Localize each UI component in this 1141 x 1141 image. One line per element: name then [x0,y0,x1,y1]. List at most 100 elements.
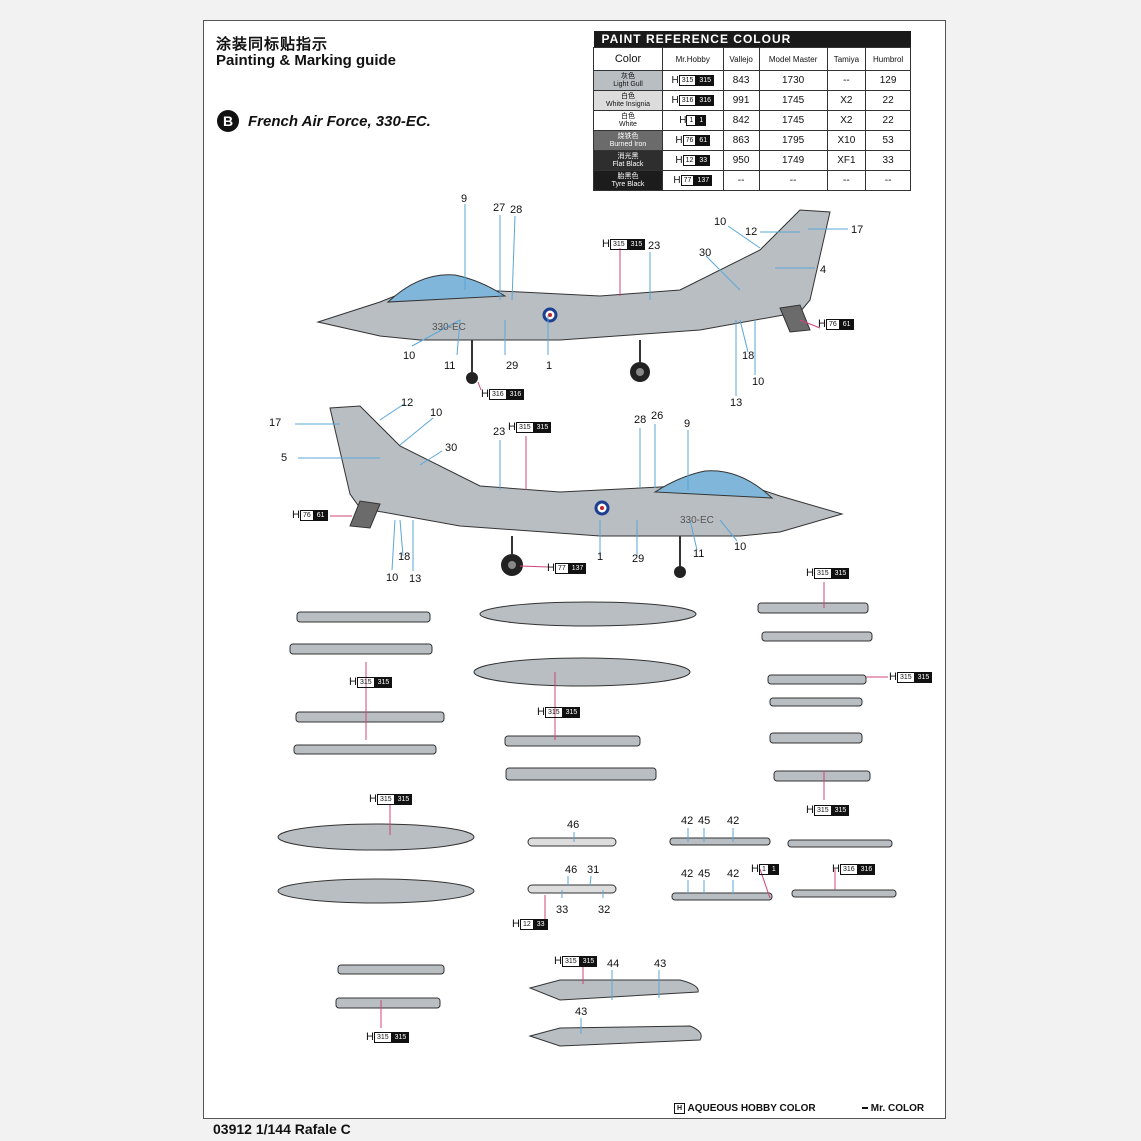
callout-line [379,403,405,421]
callout-line [511,215,516,301]
callout-number: 5 [281,452,288,464]
m-number: 33 [696,154,711,166]
callout-number: 46 [567,819,580,831]
callout-line [727,225,761,249]
callout-number: 23 [648,240,661,252]
top-roundel-center [548,313,552,317]
centerline-tank-lower [277,878,475,904]
pylon-part [335,997,441,1009]
m-number: 137 [694,174,713,186]
callout-line [399,519,404,557]
h-number: 1 [686,114,697,126]
scalp-missile-2 [528,1025,702,1047]
callout-line [719,519,738,542]
bottom-aircraft-nozzle [349,500,381,529]
bottom-roundel-center [600,506,604,510]
color-name-cn: 胎黑色 [617,172,639,180]
callout-number: 13 [409,573,422,585]
h-number: 316 [678,94,697,106]
legend-aqueous: H AQUEOUS HOBBY COLOR [674,1103,816,1114]
color-name-cn: 烧铁色 [617,132,639,140]
callout-number: 18 [398,551,411,563]
missile-meteor-3 [787,839,893,848]
color-name-cn: 白色 [621,112,635,120]
callout-line [399,417,434,446]
model-master-code: -- [758,170,828,191]
callout-number: 11 [444,360,456,372]
top-aircraft-nozzle [779,304,811,333]
callout-line [739,319,749,353]
m-number: 61 [696,134,711,146]
h-prefix: H [679,115,687,127]
callout-number: 17 [851,224,864,236]
callout-number: 43 [575,1006,588,1018]
callout-line [419,450,443,466]
callout-number: 42 [681,868,694,880]
scheme-badge: B [217,110,239,132]
callout-number: 46 [565,864,578,876]
legend-m-box [862,1107,868,1110]
callout-line [589,875,592,887]
callout-number: 10 [403,350,416,362]
callout-line [689,519,698,551]
callout-number: 31 [587,864,600,876]
callout-number: 30 [699,247,712,259]
m-number: 316 [696,94,715,106]
vallejo-code: 991 [722,90,760,111]
callout-number: 45 [698,868,711,880]
bottom-nose-wheel [674,566,686,578]
callout-number: 9 [684,418,691,430]
title-english: Painting & Marking guide [216,52,397,69]
pylon-part [773,770,871,782]
pylon-part [769,732,863,744]
callout-number: 43 [654,958,667,970]
callout-number: 26 [651,410,664,422]
callout-line [705,255,741,291]
callout-number: 18 [742,350,755,362]
callout-number: 11 [693,548,705,560]
callout-number: 45 [698,815,711,827]
h-prefix: H [671,75,679,87]
pylon-part [757,602,869,614]
legend-aqueous-label: AQUEOUS HOBBY COLOR [687,1103,816,1115]
legend-mrcolor: Mr. COLOR [862,1103,924,1114]
color-name-cn: 灰色 [621,72,635,80]
color-name-en: Burned Iron [609,140,647,148]
col-tamiya: Tamiya [826,47,867,71]
callout-number: 32 [598,904,611,916]
callout-line [411,319,461,347]
h-number: 12 [682,154,697,166]
callout-number: 10 [714,216,727,228]
top-main-wheel-hub [636,368,644,376]
h-prefix: H [673,175,681,187]
h-prefix: H [671,95,679,107]
kit-title: 03912 1/144 Rafale C [213,1121,351,1137]
squadron-code-bottom: 330-EC [680,515,714,526]
legend-mrcolor-label: Mr. COLOR [870,1103,925,1114]
h-number: 76 [682,134,697,146]
color-name-cn: 消光黑 [617,152,639,160]
bottom-aircraft-fuselage [329,405,844,537]
callout-number: 30 [445,442,458,454]
callout-number: 29 [632,553,645,565]
callout-line [456,319,461,356]
missile-mica-1 [527,837,617,847]
callout-number: 42 [727,868,740,880]
callout-number: 42 [727,815,740,827]
legend-h-box: H [674,1103,686,1114]
h-prefix: H [675,155,683,167]
